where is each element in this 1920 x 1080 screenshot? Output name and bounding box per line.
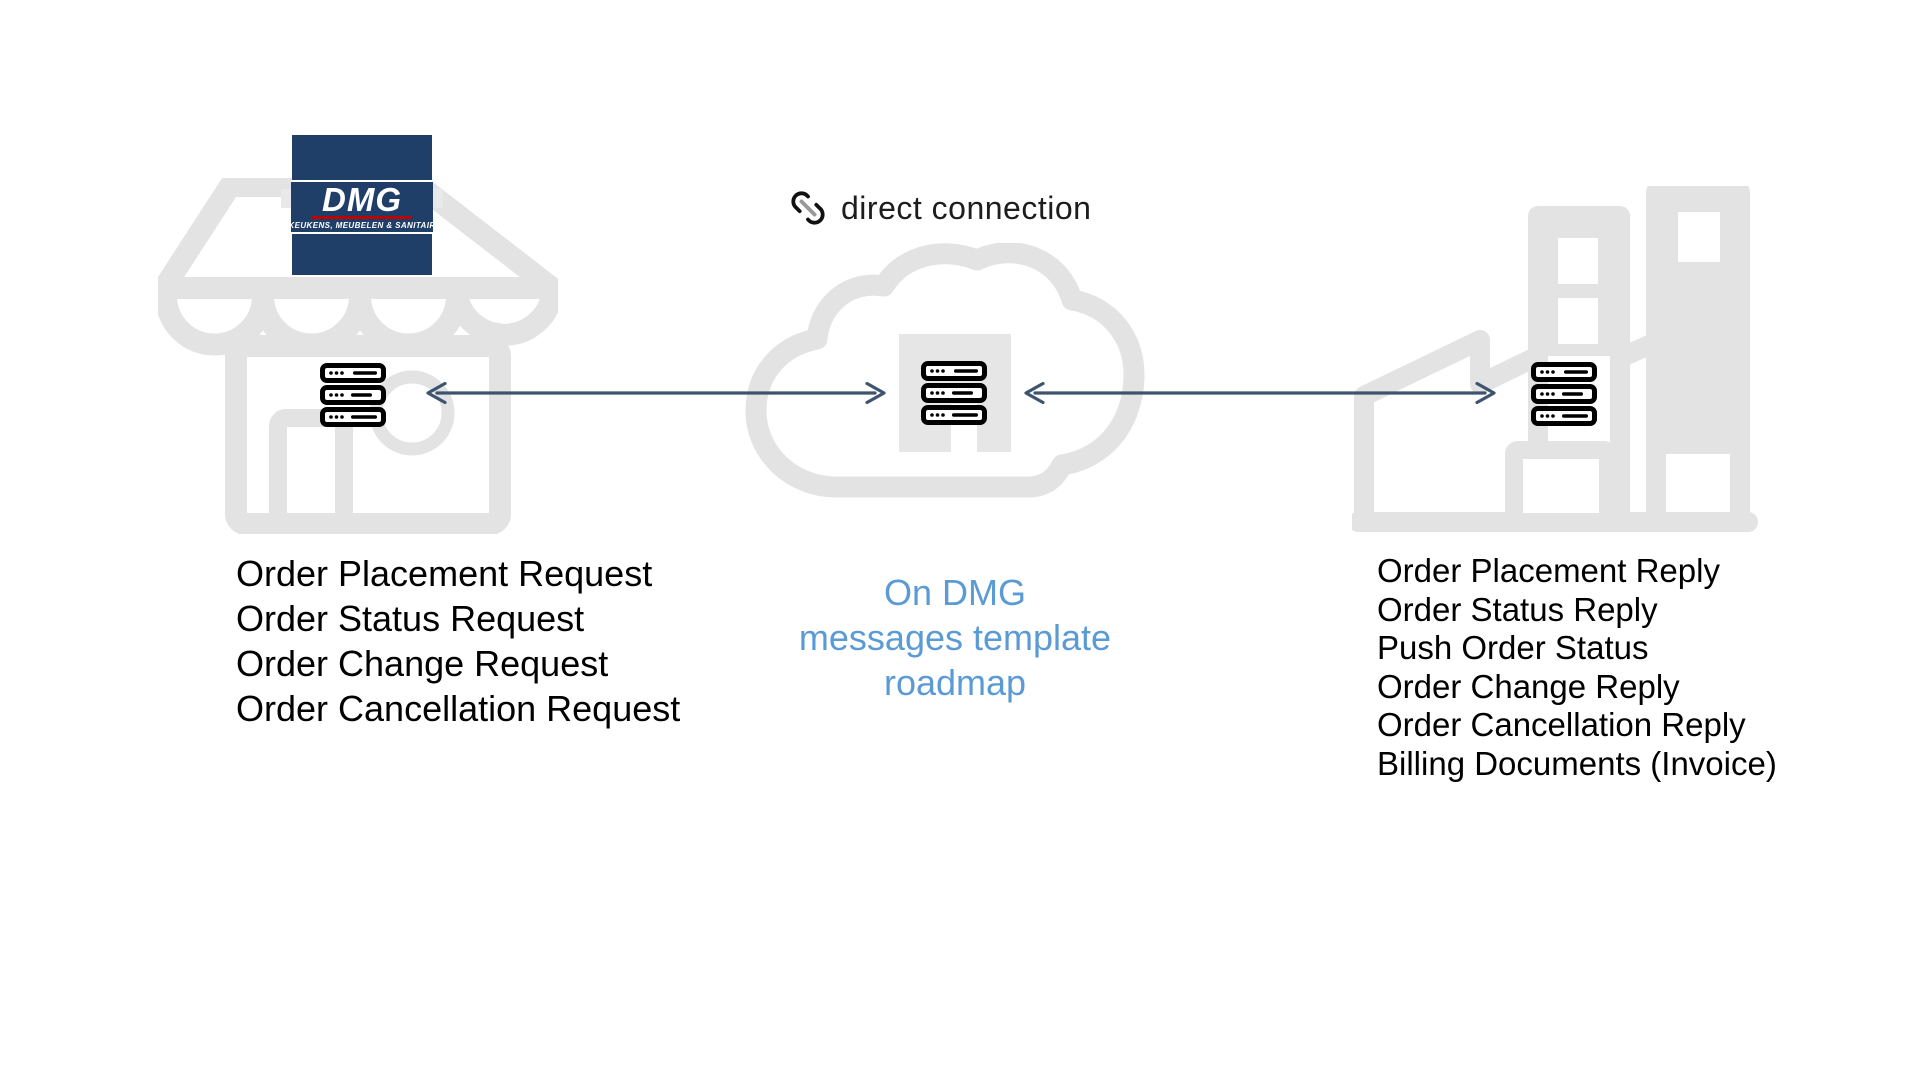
- storefront-icon: [158, 178, 558, 534]
- server-unit: [320, 385, 386, 405]
- logo-tagline-text: KEUKENS, MEUBELEN & SANITAIR: [288, 221, 436, 231]
- message-line: Order Cancellation Request: [236, 688, 681, 729]
- server-stack-icon-cloud: [921, 361, 987, 425]
- link-icon: [791, 191, 825, 225]
- logo-brand-text: DMG: [322, 180, 402, 218]
- dmg-logo-band: DMG KEUKENS, MEUBELEN & SANITAIR: [288, 180, 436, 234]
- message-line: messages template: [798, 617, 1112, 658]
- message-line: Order Placement Reply: [1377, 552, 1720, 589]
- message-line: Order Placement Request: [236, 553, 653, 594]
- server-stack-icon-retailer: [320, 363, 386, 427]
- bidirectional-arrow-retailer-cloud: [426, 381, 886, 405]
- message-line: On DMG: [883, 572, 1026, 613]
- message-line: Order Status Reply: [1377, 590, 1658, 628]
- message-line: roadmap: [883, 662, 1027, 703]
- message-line: Push Order Status: [1377, 629, 1649, 666]
- direct-connection-text: direct connection: [841, 189, 1092, 226]
- server-unit: [1531, 406, 1597, 426]
- server-unit: [1531, 384, 1597, 404]
- server-unit: [320, 407, 386, 427]
- bidirectional-arrow-cloud-supplier: [1024, 381, 1496, 405]
- factory-icon: [1352, 186, 1758, 532]
- server-unit: [921, 405, 987, 425]
- logo-band-tab-left: [281, 189, 293, 208]
- server-stack-icon-supplier: [1531, 362, 1597, 426]
- direct-connection-label: direct connection: [788, 188, 1091, 228]
- logo-band-tab-right: [431, 189, 443, 208]
- message-line: Order Cancellation Reply: [1377, 706, 1746, 743]
- message-line: Order Change Reply: [1377, 667, 1680, 705]
- server-unit: [921, 361, 987, 381]
- logo-red-underline: [312, 216, 412, 220]
- message-line: Order Change Request: [236, 643, 609, 684]
- message-line: Billing Documents (Invoice): [1377, 744, 1777, 782]
- server-unit: [320, 363, 386, 383]
- server-unit: [1531, 362, 1597, 382]
- cloud-icon: [745, 243, 1145, 498]
- message-line: Order Status Request: [236, 598, 585, 639]
- server-unit: [921, 383, 987, 403]
